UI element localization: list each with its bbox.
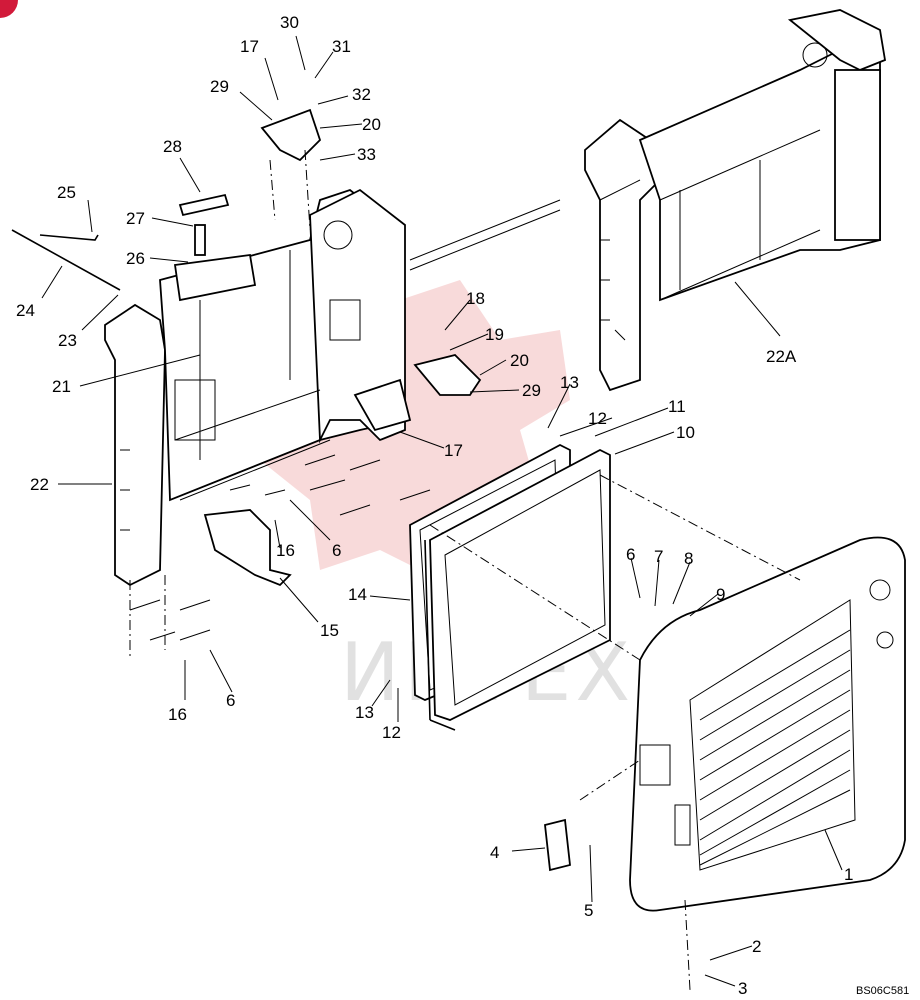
grille-door — [629, 536, 906, 912]
callout-17: 17 — [240, 37, 259, 56]
callout-4: 4 — [490, 843, 499, 862]
callout-1: 1 — [844, 865, 853, 884]
callout-31: 31 — [332, 37, 351, 56]
callout-29: 29 — [210, 77, 229, 96]
callout-13: 13 — [560, 373, 579, 392]
callout-29b: 29 — [522, 381, 541, 400]
hinge-mid — [413, 354, 482, 396]
drawing-code: BS06C581 — [856, 985, 909, 997]
callout-20b: 20 — [510, 351, 529, 370]
corner-marker — [0, 0, 18, 18]
frame-22a — [584, 9, 887, 392]
callout-20: 20 — [362, 115, 381, 134]
callout-26: 26 — [126, 249, 145, 268]
callout-27: 27 — [126, 209, 145, 228]
callout-30: 30 — [280, 13, 299, 32]
callout-16: 16 — [276, 541, 295, 560]
callout-14: 14 — [348, 585, 367, 604]
callout-12b: 12 — [382, 723, 401, 742]
callout-6b: 6 — [626, 545, 635, 564]
callout-6c: 6 — [226, 691, 235, 710]
callout-28: 28 — [163, 137, 182, 156]
callout-11: 11 — [668, 397, 686, 416]
callout-15: 15 — [320, 621, 339, 640]
callout-3: 3 — [738, 979, 747, 998]
callout-9: 9 — [716, 585, 725, 604]
callout-10: 10 — [676, 423, 695, 442]
callout-22a: 22A — [766, 347, 797, 366]
callout-32: 32 — [352, 85, 371, 104]
callout-22: 22 — [30, 475, 49, 494]
rod — [11, 229, 121, 291]
callout-23: 23 — [58, 331, 77, 350]
callout-25: 25 — [57, 183, 76, 202]
hinge-block — [353, 378, 412, 432]
callout-2: 2 — [752, 937, 761, 956]
callout-19: 19 — [485, 325, 504, 344]
frame-seal — [409, 443, 611, 731]
callout-33: 33 — [357, 145, 376, 164]
callout-18: 18 — [466, 289, 485, 308]
callout-7: 7 — [654, 547, 663, 566]
callout-5: 5 — [584, 901, 593, 920]
leader-lines — [41, 35, 843, 987]
callout-17b: 17 — [444, 441, 463, 460]
callout-6: 6 — [332, 541, 341, 560]
latch-4 — [544, 818, 571, 872]
callout-21: 21 — [52, 377, 71, 396]
center-lines — [129, 149, 801, 991]
bracket-15 — [203, 509, 292, 587]
callout-16b: 16 — [168, 705, 187, 724]
callout-8: 8 — [684, 549, 693, 568]
callout-24: 24 — [16, 301, 35, 320]
frame-22 — [104, 188, 406, 587]
callout-13b: 13 — [355, 703, 374, 722]
hinge-upper — [260, 108, 322, 162]
callout-12: 12 — [588, 409, 607, 428]
bolts-left — [129, 454, 431, 641]
callout-labels: 30 17 31 29 32 20 33 28 25 27 26 24 23 2… — [16, 13, 853, 998]
